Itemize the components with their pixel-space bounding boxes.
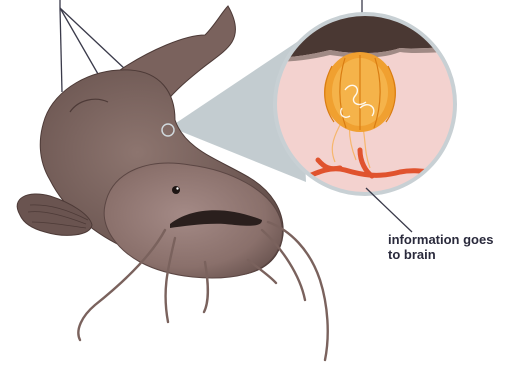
- fish-eye: [172, 186, 180, 194]
- brain-pointer-line: [366, 188, 412, 232]
- annotation-line-1: information goes: [388, 233, 493, 247]
- annotation-line-2: to brain: [388, 248, 436, 262]
- receptor-cell: [324, 52, 396, 132]
